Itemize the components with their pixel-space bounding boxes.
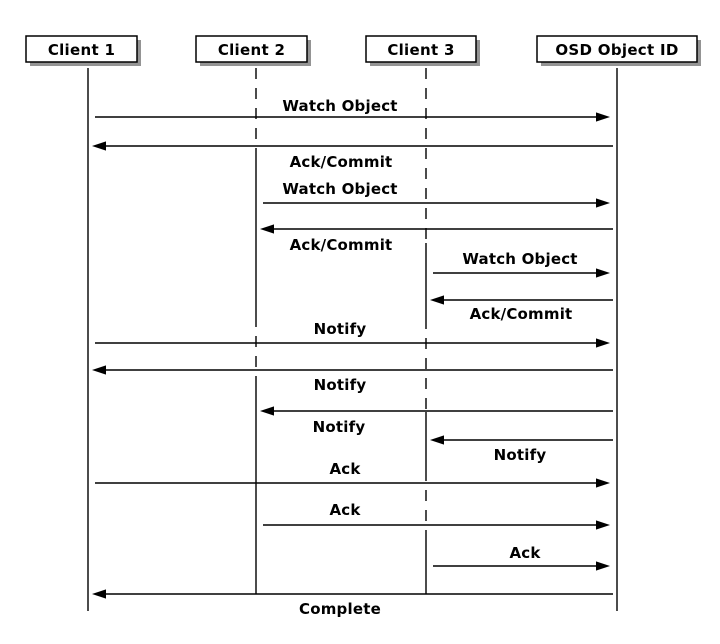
message-label: Notify xyxy=(313,418,366,436)
actor-box-client2 xyxy=(195,35,308,63)
message-label: Ack xyxy=(509,544,541,562)
actor-label-client1: Client 1 xyxy=(48,41,115,59)
message-label: Notify xyxy=(494,446,547,464)
actor-box-client1 xyxy=(25,35,138,63)
message-label: Ack/Commit xyxy=(470,305,573,323)
message-arrowhead-icon xyxy=(430,435,444,445)
message-arrowhead-icon xyxy=(596,561,610,571)
actor-label-client2: Client 2 xyxy=(218,41,285,59)
message-label: Notify xyxy=(314,376,367,394)
message-label: Ack/Commit xyxy=(290,153,393,171)
message-label: Watch Object xyxy=(282,180,397,198)
actor-box-osd xyxy=(536,35,698,63)
message-arrowhead-icon xyxy=(92,141,106,151)
message-arrowhead-icon xyxy=(596,198,610,208)
message-arrowhead-icon xyxy=(596,112,610,122)
message-arrowhead-icon xyxy=(430,295,444,305)
message-arrowhead-icon xyxy=(260,406,274,416)
message-label: Watch Object xyxy=(462,250,577,268)
message-label: Ack xyxy=(329,501,361,519)
message-arrowhead-icon xyxy=(92,589,106,599)
message-label: Ack/Commit xyxy=(290,236,393,254)
actor-label-client3: Client 3 xyxy=(387,41,454,59)
message-arrowhead-icon xyxy=(596,478,610,488)
message-arrowhead-icon xyxy=(92,365,106,375)
message-arrowhead-icon xyxy=(260,224,274,234)
message-label: Complete xyxy=(299,600,381,618)
message-label: Ack xyxy=(329,460,361,478)
message-label: Notify xyxy=(314,320,367,338)
message-arrowhead-icon xyxy=(596,520,610,530)
message-arrowhead-icon xyxy=(596,268,610,278)
actor-box-client3 xyxy=(365,35,477,63)
message-label: Watch Object xyxy=(282,97,397,115)
actor-label-osd: OSD Object ID xyxy=(555,41,678,59)
message-arrowhead-icon xyxy=(596,338,610,348)
